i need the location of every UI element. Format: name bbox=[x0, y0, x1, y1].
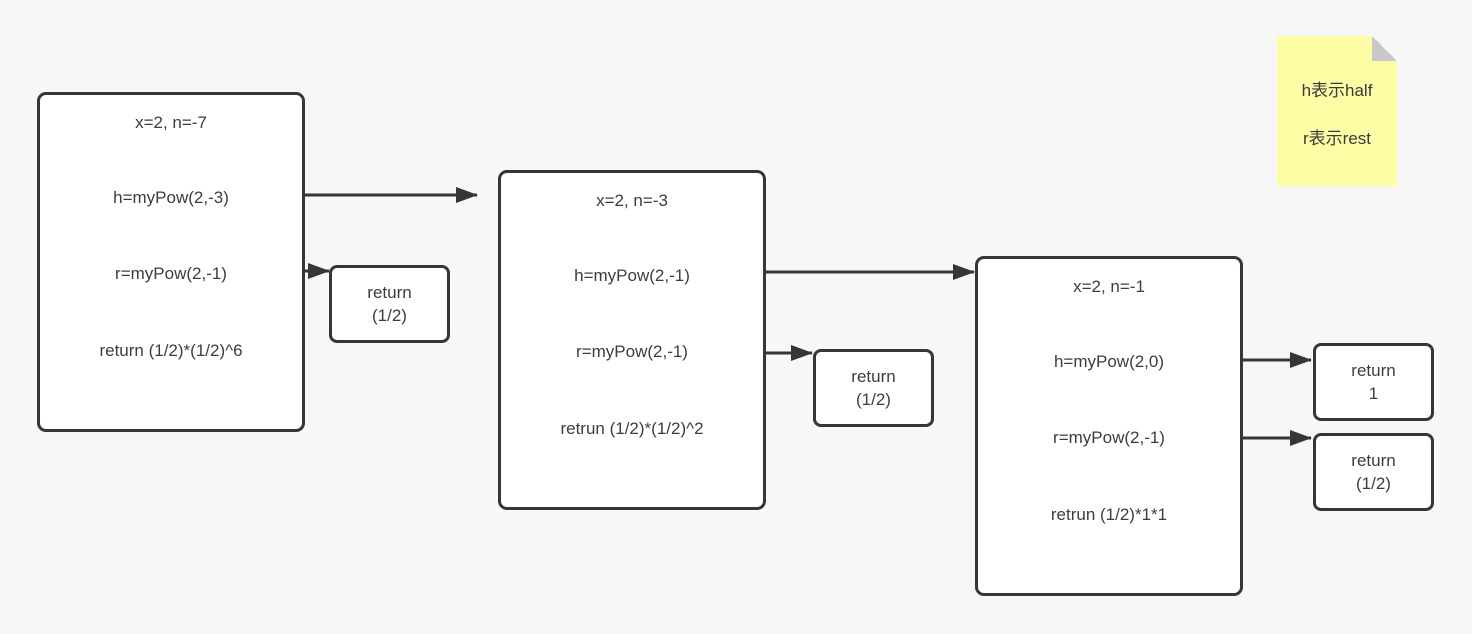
sticky-note-line-2: r表示rest bbox=[1303, 129, 1371, 148]
frame-3-half-call: h=myPow(2,0) bbox=[1053, 352, 1165, 371]
frame-3-return-expression: retrun (1/2)*1*1 bbox=[1050, 505, 1168, 524]
frame-1-return-expression: return (1/2)*(1/2)^6 bbox=[99, 341, 243, 360]
return-box-1: return (1/2) bbox=[329, 265, 450, 343]
frame-1-params: x=2, n=-7 bbox=[135, 113, 207, 132]
sticky-note-line-1: h表示half bbox=[1301, 81, 1373, 100]
return-box-1-keyword: return bbox=[367, 283, 412, 302]
frame-2-half-call: h=myPow(2,-1) bbox=[574, 266, 690, 285]
call-frame-1: x=2, n=-7 h=myPow(2,-3) r=myPow(2,-1) re… bbox=[37, 92, 305, 432]
frame-3-params: x=2, n=-1 bbox=[1073, 277, 1145, 296]
frame-2-params: x=2, n=-3 bbox=[596, 191, 668, 210]
frame-3-rest-call: r=myPow(2,-1) bbox=[1053, 428, 1165, 447]
return-box-3-value: 1 bbox=[1368, 384, 1379, 403]
return-box-3-keyword: return bbox=[1351, 361, 1396, 380]
return-box-3: return 1 bbox=[1313, 343, 1434, 421]
sticky-note: h表示half r表示rest bbox=[1277, 36, 1397, 186]
return-box-2-value: (1/2) bbox=[856, 390, 891, 409]
return-box-2: return (1/2) bbox=[813, 349, 934, 427]
call-frame-2: x=2, n=-3 h=myPow(2,-1) r=myPow(2,-1) re… bbox=[498, 170, 766, 510]
return-box-2-keyword: return bbox=[851, 367, 896, 386]
return-box-4-value: (1/2) bbox=[1356, 474, 1391, 493]
call-frame-3: x=2, n=-1 h=myPow(2,0) r=myPow(2,-1) ret… bbox=[975, 256, 1243, 596]
frame-2-return-expression: retrun (1/2)*(1/2)^2 bbox=[560, 419, 704, 438]
frame-1-half-call: h=myPow(2,-3) bbox=[113, 188, 229, 207]
return-box-1-value: (1/2) bbox=[372, 306, 407, 325]
return-box-4-keyword: return bbox=[1351, 451, 1396, 470]
sticky-note-fold-corner-icon bbox=[1372, 36, 1397, 61]
frame-2-rest-call: r=myPow(2,-1) bbox=[576, 342, 688, 361]
sticky-note-paper bbox=[1277, 36, 1397, 186]
return-box-4: return (1/2) bbox=[1313, 433, 1434, 511]
frame-1-rest-call: r=myPow(2,-1) bbox=[115, 264, 227, 283]
